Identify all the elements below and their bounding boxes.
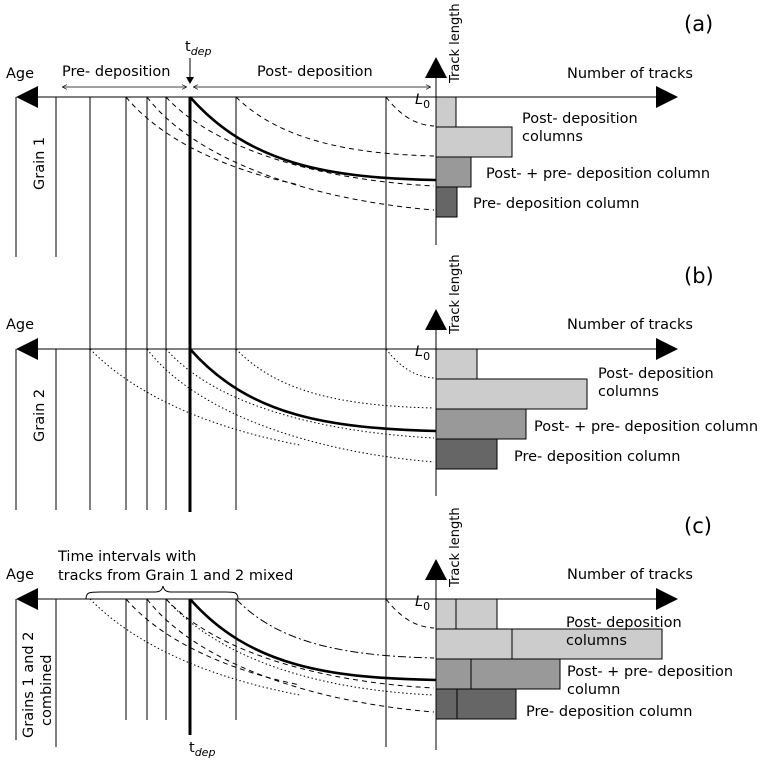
panel-a-tdep-label: tdep: [185, 39, 211, 58]
panel-b: (b) Age Number of tracks Track length L0…: [6, 254, 758, 510]
panel-b-track-length-label: Track length: [448, 254, 463, 335]
panel-a-post-label-line2: columns: [522, 129, 583, 145]
panel-a-bar-post-2: [435, 126, 513, 158]
panel-b-bar-mixed: [435, 408, 527, 440]
panel-b-grain-label: Grain 2: [32, 389, 48, 442]
panel-a-number-of-tracks-label: Number of tracks: [567, 66, 693, 82]
panel-c-post-label-line2: columns: [566, 633, 627, 649]
panel-b-post-label-line1: Post- deposition: [598, 366, 714, 382]
panel-c-grain-label-line1: Grains 1 and 2: [21, 632, 37, 738]
panel-a-post-label-line1: Post- deposition: [522, 111, 638, 127]
panel-a-time-lines: [15, 97, 387, 747]
panel-c-number-of-tracks-label: Number of tracks: [567, 567, 693, 583]
panel-a-pre-deposition-label: Pre- deposition: [62, 64, 170, 80]
panel-a-age-arrow-icon: [16, 86, 38, 108]
panel-b-bar-post-1: [435, 348, 478, 380]
panel-c-pre-label: Pre- deposition column: [526, 704, 692, 720]
panel-a-dashed-curves: [125, 96, 435, 211]
panel-b-dotted-curves: [89, 348, 435, 463]
panel-c-post-label-line1: Post- deposition: [566, 615, 682, 631]
panel-c: (c) Age Number of tracks Track length Ti…: [6, 507, 733, 759]
panel-a-label: (a): [684, 12, 713, 36]
panel-a-track-length-label: Track length: [448, 3, 463, 84]
panel-c-histogram: [435, 598, 663, 720]
panel-c-mixed-interval-line1: Time intervals with: [57, 549, 196, 565]
panel-c-bar-post-1-grain1: [435, 598, 457, 630]
panel-c-l0-label: L0: [415, 594, 430, 613]
panel-a-tracks-arrow-icon: [656, 86, 678, 108]
panel-c-tdep-label: tdep: [189, 740, 215, 759]
panel-a-post-deposition-label: Post- deposition: [257, 64, 373, 80]
panel-c-track-length-arrow-icon: [425, 559, 447, 580]
panel-a-pre-label: Pre- deposition column: [473, 196, 639, 212]
panel-b-label: (b): [684, 264, 714, 288]
panel-b-deposition-curve: [189, 348, 437, 433]
panel-b-pre-label: Pre- deposition column: [514, 449, 680, 465]
panel-b-number-of-tracks-label: Number of tracks: [567, 317, 693, 333]
panel-c-bar-post-1-grain2: [455, 598, 498, 630]
panel-b-bar-post-2: [435, 378, 588, 410]
panel-a-deposition-curve: [189, 96, 437, 182]
panel-a-track-length-arrow-icon: [425, 57, 447, 78]
panel-c-bar-mixed-grain1: [435, 658, 472, 690]
panel-a-bar-pre: [435, 186, 458, 218]
panel-a-tdep-arrow-icon: [186, 77, 194, 84]
panel-c-bar-pre-grain2: [456, 688, 517, 720]
panel-b-mixed-label: Post- + pre- deposition column: [534, 419, 758, 435]
panel-c-age-arrow-icon: [16, 588, 38, 610]
panel-c-track-length-label: Track length: [448, 507, 463, 588]
panel-b-age-label: Age: [6, 317, 34, 333]
panel-c-tracks-arrow-icon: [656, 588, 678, 610]
panel-c-bar-pre-grain1: [435, 688, 458, 720]
panel-a-bar-mixed: [435, 156, 472, 188]
panel-c-dashed-curves: [125, 598, 435, 713]
panel-a-mixed-label: Post- + pre- deposition column: [486, 166, 710, 182]
panel-b-tracks-arrow-icon: [656, 338, 678, 360]
panel-c-mixed-label-line2: column: [567, 682, 620, 698]
panel-c-dashdot-curves: [235, 598, 435, 659]
panel-a-grain-label: Grain 1: [32, 137, 48, 190]
panel-a-l0-label: L0: [415, 92, 430, 111]
panel-c-bar-post-2-grain1: [435, 628, 513, 660]
panel-a: (a) Age Number of tracks Track length Pr…: [6, 3, 713, 747]
panel-a-bar-post-1: [435, 96, 457, 128]
panel-b-histogram: [435, 348, 588, 470]
panel-c-grain-label-line2: combined: [39, 654, 55, 726]
panel-b-age-arrow-icon: [16, 338, 38, 360]
panel-c-dotted-curves: [89, 598, 435, 696]
panel-a-histogram: [435, 96, 513, 218]
panel-b-track-length-arrow-icon: [425, 309, 447, 330]
panel-c-bar-mixed-grain2: [470, 658, 561, 690]
panel-b-post-label-line2: columns: [598, 384, 659, 400]
panel-c-mixed-label-line1: Post- + pre- deposition: [567, 664, 733, 680]
panel-c-deposition-curve: [189, 598, 437, 682]
panel-b-bar-pre: [435, 438, 498, 470]
panel-c-mixed-interval-line2: tracks from Grain 1 and 2 mixed: [58, 568, 293, 584]
panel-a-age-label: Age: [6, 66, 34, 82]
panel-c-age-label: Age: [6, 567, 34, 583]
panel-c-label: (c): [684, 514, 712, 538]
panel-c-mixed-interval-brace: [85, 585, 239, 600]
panel-b-l0-label: L0: [415, 344, 430, 363]
panel-c-bar-post-2-grain2: [511, 628, 663, 660]
